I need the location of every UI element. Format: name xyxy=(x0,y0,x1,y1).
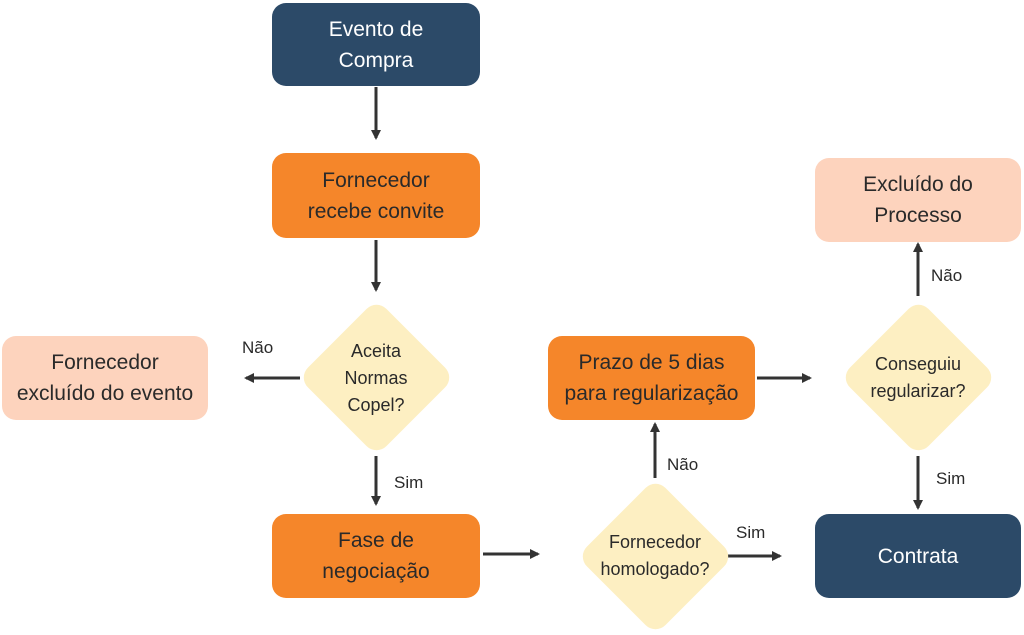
decision-conseguiu-regularizar-label: Conseguiu regularizar? xyxy=(870,354,966,401)
node-fornecedor-convite: Fornecedor recebe convite xyxy=(272,153,480,238)
node-fornecedor-excluido-evento: Fornecedor excluído do evento xyxy=(2,336,208,420)
edge-label-conseguiu-nao: Não xyxy=(931,266,963,285)
node-label: Fornecedor excluído do evento xyxy=(16,351,194,405)
edge-label-aceita-nao: Não xyxy=(242,338,274,357)
node-label: Excluído do Processo xyxy=(863,173,973,227)
node-label: Contrata xyxy=(877,544,959,568)
node-prazo-regularizacao: Prazo de 5 dias para regularização xyxy=(548,336,755,420)
decision-fornecedor-homologado-label: Fornecedor homologado? xyxy=(600,532,710,579)
node-contrata: Contrata xyxy=(815,514,1021,598)
node-label: Fornecedor recebe convite xyxy=(307,168,445,223)
edge-label-aceita-sim: Sim xyxy=(394,473,424,492)
edge-label-homologado-sim: Sim xyxy=(736,523,766,542)
node-label: Prazo de 5 dias para regularização xyxy=(564,351,739,405)
node-label: Evento de Compra xyxy=(328,17,424,72)
edge-label-conseguiu-sim: Sim xyxy=(936,469,966,488)
node-evento-compra: Evento de Compra xyxy=(272,3,480,86)
node-excluido-processo: Excluído do Processo xyxy=(815,158,1021,242)
decision-aceita-normas-label: Aceita Normas Copel? xyxy=(344,340,408,415)
node-fase-negociacao: Fase de negociação xyxy=(272,514,480,598)
node-label: Fase de negociação xyxy=(322,529,430,583)
edge-label-homologado-nao: Não xyxy=(667,455,699,474)
